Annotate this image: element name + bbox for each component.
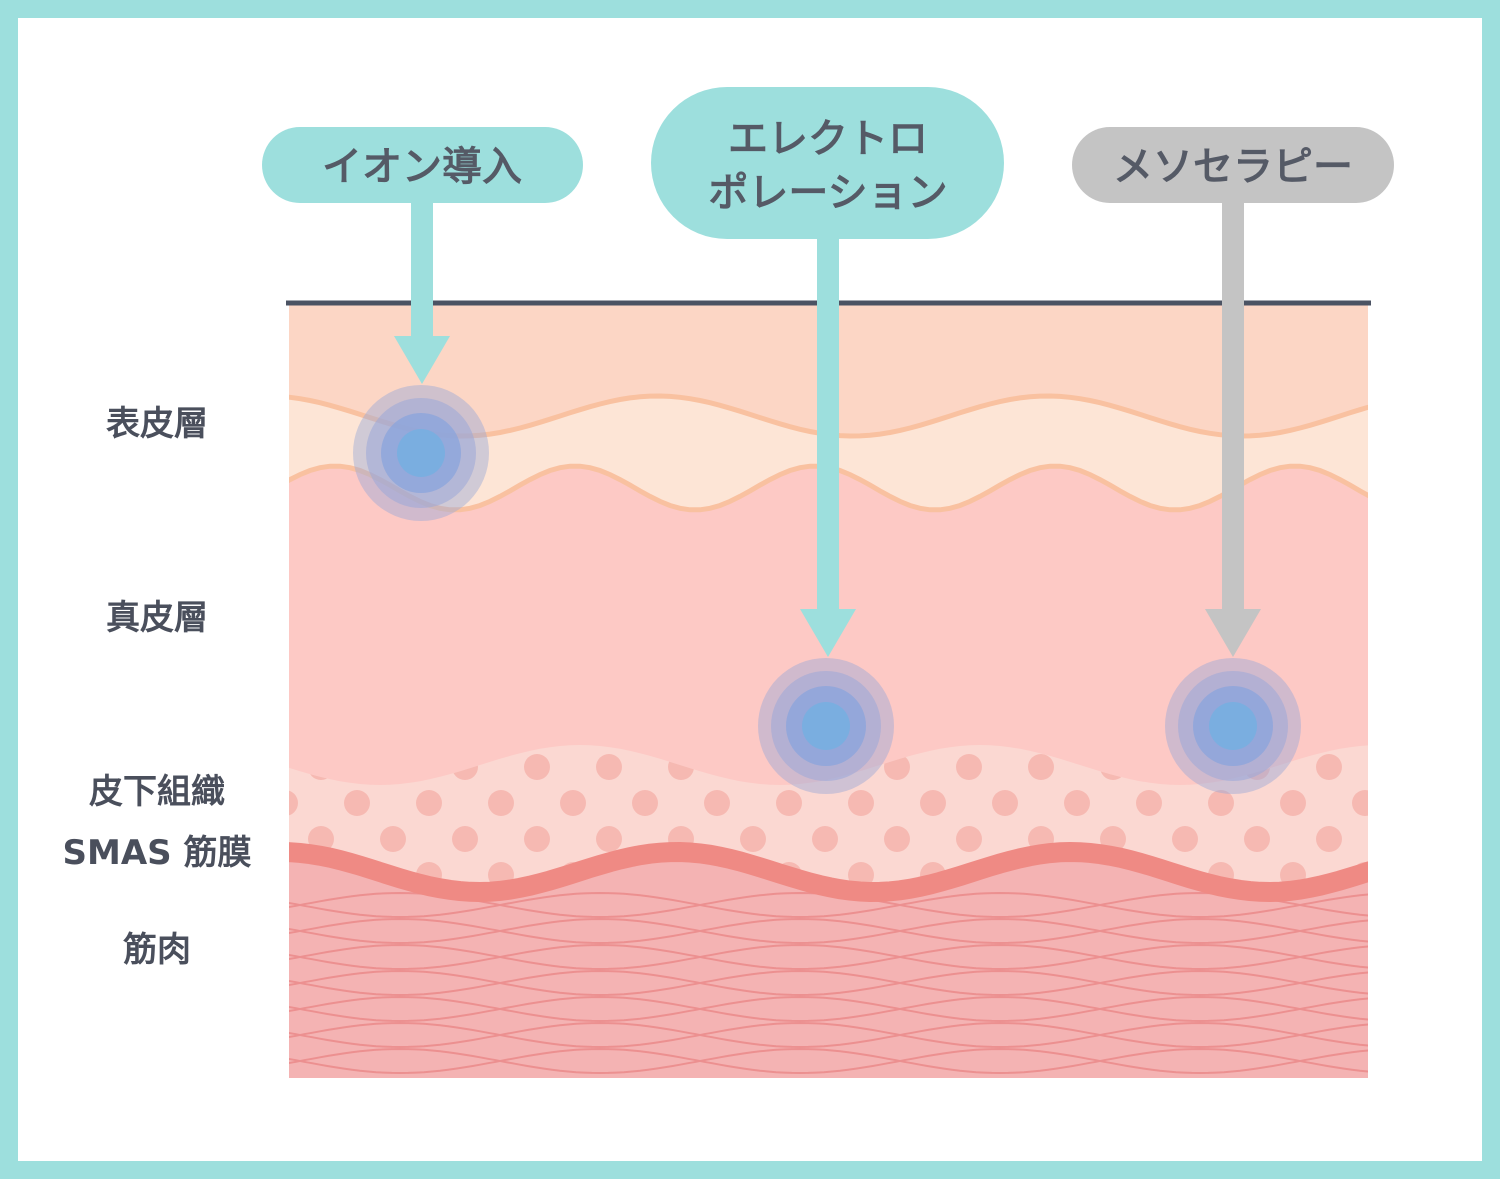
treatment-tag-mesotherapy-label: メソセラピー [1113, 144, 1353, 190]
layer-label-smas: SMAS 筋膜 [63, 833, 252, 873]
treatment-tag-ion [262, 127, 583, 203]
muscle-fiber-strand [289, 917, 1368, 945]
target-marker-ion [353, 385, 489, 521]
arrow-electroporation-shaft [817, 239, 839, 611]
arrow-ion-shaft [411, 203, 433, 338]
arrow-ion-head [394, 336, 450, 384]
muscle-fiber-strand [289, 917, 1368, 945]
treatment-electroporation: エレクトロ ポレーション [651, 87, 1004, 794]
treatment-tag-electroporation-line2: ポレーション [708, 170, 947, 216]
target-marker-electroporation [758, 658, 894, 794]
muscle-fiber-strand [289, 1047, 1368, 1075]
treatment-mesotherapy: メソセラピー [1072, 127, 1394, 794]
muscle-fiber-strand [289, 995, 1368, 1023]
layer-labels: 表皮層 真皮層 皮下組織 SMAS 筋膜 筋肉 [63, 404, 252, 970]
muscle-fiber-strand [289, 1021, 1368, 1049]
muscle-fiber-strand [289, 1047, 1368, 1075]
layer-label-dermis: 真皮層 [106, 598, 208, 638]
treatment-ion-introduction: イオン導入 [262, 127, 583, 521]
arrow-electroporation-head [800, 609, 856, 657]
treatment-tag-mesotherapy [1072, 127, 1394, 203]
target-marker-mesotherapy [1165, 658, 1301, 794]
layer-label-subcutaneous: 皮下組織 [89, 772, 225, 812]
muscle-fiber-strand [289, 969, 1368, 997]
treatment-tag-electroporation [651, 87, 1004, 239]
muscle-fiber-strand [289, 943, 1368, 971]
layer-label-epidermis: 表皮層 [106, 404, 208, 444]
muscle-fiber-strand [289, 1021, 1368, 1049]
muscle-fiber-strand [289, 969, 1368, 997]
arrow-mesotherapy-head [1205, 609, 1261, 657]
treatment-tag-electroporation-line1: エレクトロ [728, 116, 928, 162]
muscle-fiber-strand [289, 891, 1368, 919]
arrow-mesotherapy-shaft [1222, 203, 1244, 611]
muscle-fiber-strand [289, 943, 1368, 971]
muscle-layer [289, 852, 1368, 1078]
layer-label-muscle: 筋肉 [123, 930, 191, 970]
muscle-fiber-strand [289, 995, 1368, 1023]
treatment-tag-ion-label: イオン導入 [322, 144, 522, 190]
smas-fascia-band [289, 841, 1368, 903]
